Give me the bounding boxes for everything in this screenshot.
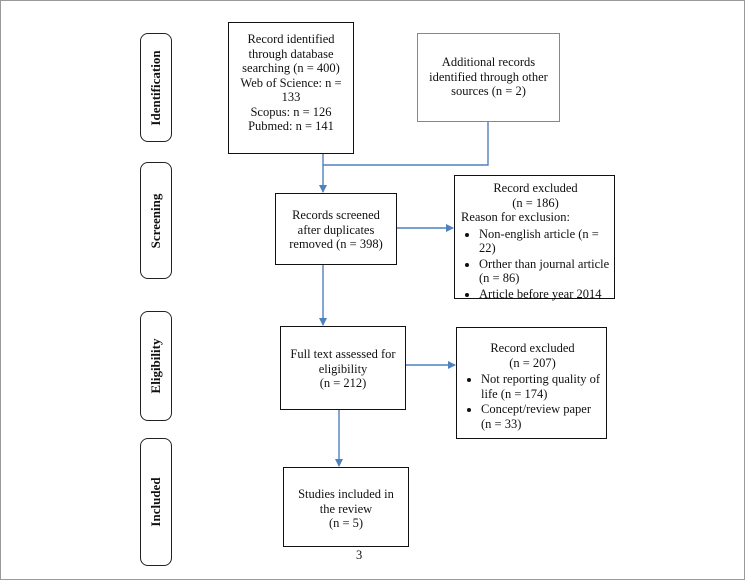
stage-identification: Identification — [140, 33, 172, 142]
records-identified-scopus: Scopus: n = 126 — [250, 104, 332, 119]
additional-records-line: Additional records — [441, 55, 536, 69]
included-line: the review — [319, 501, 373, 516]
records-screened-box: Records screened after duplicates remove… — [275, 193, 397, 265]
records-identified-line: Record identified — [247, 32, 335, 46]
full-text-box: Full text assessed for eligibility (n = … — [280, 326, 406, 410]
excluded-eligibility-box: Record excluded (n = 207) Not reporting … — [456, 327, 607, 439]
records-identified-box: Record identified through database searc… — [228, 22, 354, 154]
excluded-eligibility-item: Not reporting quality of life (n = 174) — [481, 372, 602, 401]
excluded-eligibility-count: (n = 207) — [509, 355, 556, 370]
records-screened-line: after duplicates — [297, 222, 375, 237]
records-identified-total: searching (n = 400) — [242, 61, 340, 75]
additional-records-line: identified through other — [429, 69, 548, 84]
exclusion-reason-item: Orther than journal article (n = 86) — [479, 257, 610, 286]
included-line: Studies included in — [298, 487, 394, 501]
excluded-eligibility-list: Not reporting quality of life (n = 174) … — [463, 372, 602, 431]
excluded-screening-count: (n = 186) — [512, 195, 559, 210]
exclusion-reasons-list: Non-english article (n = 22) Orther than… — [461, 227, 610, 302]
excluded-screening-title: Record excluded — [493, 181, 578, 195]
excluded-eligibility-title: Record excluded — [490, 341, 575, 355]
additional-records-box: Additional records identified through ot… — [417, 33, 560, 122]
records-identified-line: through database — [248, 46, 334, 61]
full-text-line: Full text assessed for — [290, 347, 396, 361]
exclusion-reason-label: Reason for exclusion: — [461, 210, 571, 224]
records-screened-line: Records screened — [292, 208, 380, 222]
records-identified-pubmed: Pubmed: n = 141 — [248, 119, 334, 133]
stage-screening: Screening — [140, 162, 172, 279]
records-screened-count: removed (n = 398) — [289, 237, 383, 251]
stage-eligibility: Eligibility — [140, 311, 172, 421]
full-text-count: (n = 212) — [319, 376, 367, 390]
included-count: (n = 5) — [328, 516, 364, 530]
page-number: 3 — [356, 548, 363, 562]
included-box: Studies included in the review (n = 5) — [283, 467, 409, 547]
stage-included: Included — [140, 438, 172, 566]
records-identified-wos-count: 133 — [281, 90, 301, 104]
additional-records-count: sources (n = 2) — [451, 84, 526, 98]
exclusion-reason-item: Article before year 2014 — [479, 287, 610, 302]
full-text-line: eligibility — [318, 361, 368, 376]
exclusion-reason-item: Non-english article (n = 22) — [479, 227, 610, 256]
records-identified-wos: Web of Science: n = — [240, 75, 342, 90]
excluded-eligibility-item: Concept/review paper (n = 33) — [481, 402, 602, 431]
line-additional-to-flow — [323, 122, 489, 166]
excluded-screening-box: Record excluded (n = 186) Reason for exc… — [454, 175, 615, 302]
